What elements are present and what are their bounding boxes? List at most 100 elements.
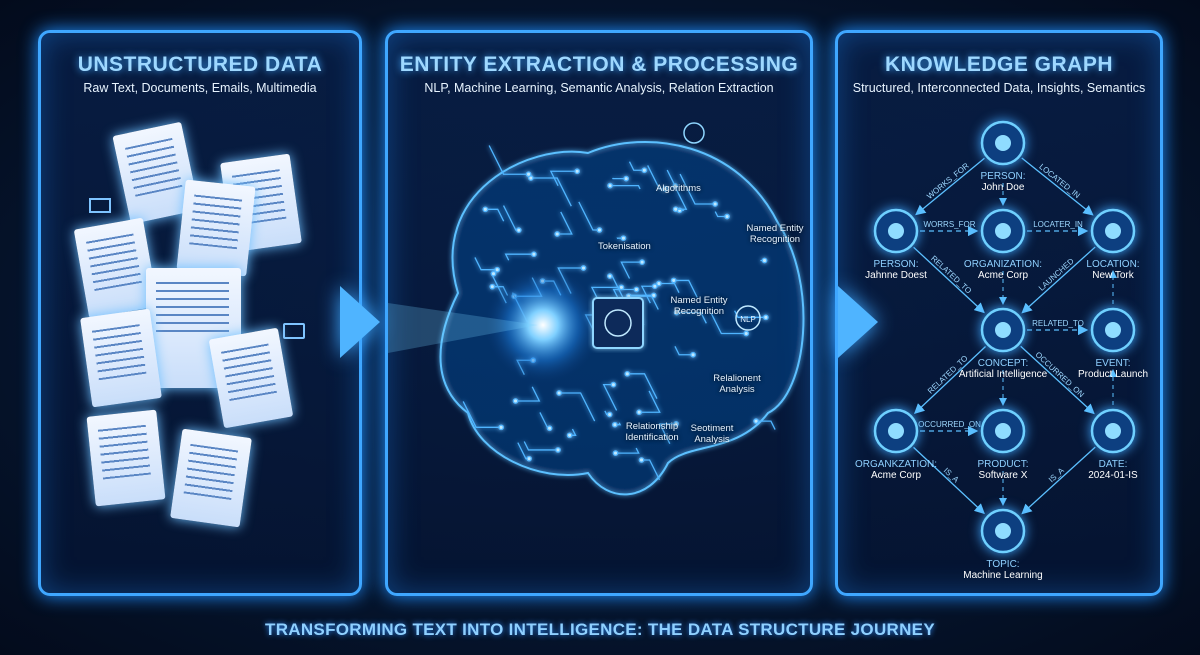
document-icon bbox=[176, 179, 256, 277]
circuit-node bbox=[673, 421, 679, 427]
circuit-trace bbox=[639, 390, 661, 413]
graph-edge bbox=[913, 246, 985, 314]
circle-icon bbox=[995, 322, 1011, 338]
calendar-icon bbox=[1105, 423, 1121, 439]
node-name: 2024-01-IS bbox=[1088, 470, 1138, 481]
circuit-trace bbox=[530, 177, 572, 207]
graph-edge bbox=[1021, 246, 1096, 314]
circuit-trace bbox=[658, 282, 680, 293]
circuit-trace bbox=[504, 253, 534, 261]
email-icon bbox=[89, 198, 111, 213]
circuit-node bbox=[670, 277, 677, 284]
node-name: John Doe bbox=[982, 182, 1025, 193]
circuit-trace bbox=[515, 386, 541, 402]
data-vortex bbox=[483, 265, 603, 385]
circuit-trace bbox=[602, 384, 618, 411]
circuit-node bbox=[638, 457, 645, 463]
circuit-trace bbox=[658, 423, 677, 444]
circuit-node bbox=[641, 167, 648, 174]
circuit-trace bbox=[627, 373, 658, 400]
node-type: TOPIC: bbox=[986, 559, 1019, 570]
circuit-trace bbox=[674, 346, 694, 356]
circuit-node bbox=[651, 283, 658, 290]
node-type: ORGANKZATION: bbox=[855, 459, 937, 470]
edge-label: RELATED_TO bbox=[1032, 319, 1084, 328]
edge-label: LOCATED_IN bbox=[1037, 162, 1082, 200]
circuit-node bbox=[482, 206, 489, 213]
label-tokenisation: Tokenisation bbox=[598, 241, 651, 252]
circuit-node bbox=[489, 283, 496, 290]
graph-node: DATE:2024-01-IS bbox=[1088, 408, 1138, 481]
circuit-node bbox=[761, 257, 768, 264]
node-type: EVENT: bbox=[1095, 358, 1130, 369]
graph-edge bbox=[1021, 446, 1096, 515]
gear-icon bbox=[683, 122, 705, 144]
document-icon bbox=[208, 327, 294, 429]
unstructured-data-panel: UNSTRUCTURED DATA Raw Text, Documents, E… bbox=[38, 30, 362, 596]
circuit-node bbox=[607, 182, 613, 189]
circuit-trace bbox=[714, 211, 728, 218]
pdf-document-icon bbox=[80, 308, 162, 408]
node-name: Acme Corp bbox=[871, 470, 921, 481]
circuit-node bbox=[580, 265, 587, 271]
hexagon-icon bbox=[888, 423, 904, 439]
footer-caption: TRANSFORMING TEXT INTO INTELLIGENCE: THE… bbox=[265, 620, 935, 639]
circuit-trace bbox=[734, 310, 766, 318]
circuit-node bbox=[525, 171, 532, 178]
circuit-node bbox=[624, 370, 631, 377]
circuit-node bbox=[606, 411, 613, 418]
magnifier-icon bbox=[735, 305, 761, 331]
circuit-node bbox=[596, 227, 603, 233]
circuit-trace bbox=[640, 285, 655, 304]
document-icon bbox=[146, 268, 241, 388]
graph-node: EVENT:Product Launch bbox=[1078, 307, 1148, 380]
brain-icon bbox=[604, 309, 632, 337]
circuit-trace bbox=[620, 261, 643, 279]
node-name: New Tork bbox=[1092, 270, 1134, 281]
entity-extraction-panel: ENTITY EXTRACTION & PROCESSING NLP, Mach… bbox=[385, 30, 813, 596]
file-icon bbox=[995, 423, 1011, 439]
circuit-node bbox=[620, 235, 627, 242]
label-algorithms: Algorithms bbox=[656, 183, 701, 194]
circuit-trace bbox=[549, 170, 578, 187]
node-type: LOCATION: bbox=[1086, 259, 1139, 270]
circuit-node bbox=[753, 418, 759, 424]
circuit-node bbox=[672, 183, 679, 189]
circuit-trace bbox=[462, 401, 502, 428]
node-name: Jahnne Doest bbox=[865, 270, 927, 281]
circuit-node bbox=[673, 309, 680, 316]
circuit-trace bbox=[756, 420, 776, 430]
circuit-trace bbox=[474, 257, 498, 271]
graph-node: ORGANKZATION:Acme Corp bbox=[855, 408, 937, 481]
circuit-trace bbox=[710, 313, 747, 335]
location-pin-icon bbox=[1105, 223, 1121, 239]
label-sentiment-analysis: Seotiment Analysis bbox=[690, 423, 734, 445]
circuit-node bbox=[574, 168, 581, 175]
circuit-node bbox=[636, 409, 642, 416]
email-document-icon bbox=[170, 428, 252, 528]
circuit-trace bbox=[628, 161, 645, 171]
circuit-node bbox=[566, 432, 573, 439]
circuit-trace bbox=[488, 145, 529, 175]
circuit-node bbox=[633, 286, 640, 293]
circuit-trace bbox=[559, 392, 596, 422]
panel-title: KNOWLEDGE GRAPH bbox=[885, 53, 1113, 76]
building-icon bbox=[995, 223, 1011, 239]
circuit-trace bbox=[557, 211, 573, 235]
panel-title: ENTITY EXTRACTION & PROCESSING bbox=[399, 53, 799, 76]
folder-icon bbox=[283, 323, 305, 339]
circuit-node bbox=[531, 251, 537, 258]
circuit-trace bbox=[485, 208, 505, 222]
circuit-node bbox=[612, 450, 619, 456]
circuit-node bbox=[512, 398, 519, 404]
node-type: ORGANIZATION: bbox=[964, 259, 1042, 270]
circuit-node bbox=[672, 206, 679, 213]
circuit-trace bbox=[679, 173, 716, 205]
label-relationship-identification: Relationship Identification bbox=[625, 421, 679, 443]
circuit-node bbox=[656, 280, 662, 287]
circuit-node bbox=[546, 425, 553, 432]
circuit-trace bbox=[610, 184, 641, 190]
circuit-node bbox=[623, 175, 630, 182]
graph-node: PRODUCT:Software X bbox=[977, 408, 1029, 481]
